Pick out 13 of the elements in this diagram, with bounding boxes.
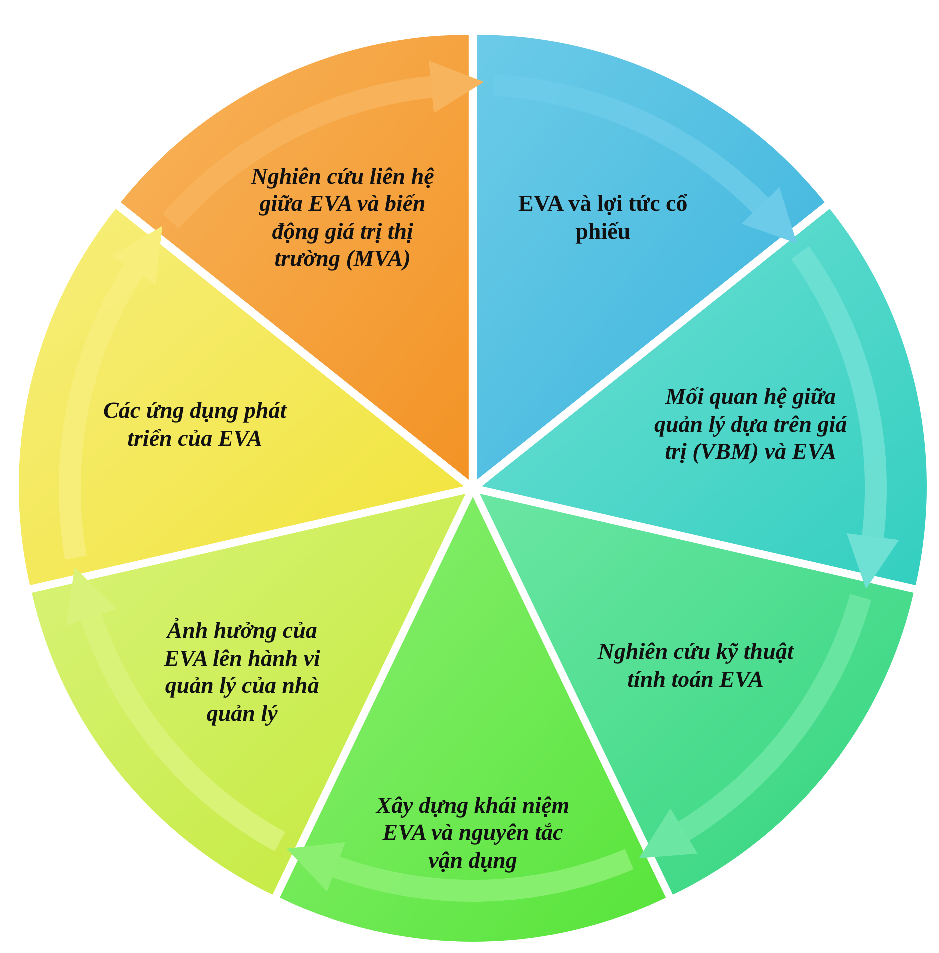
- segment-label: Nghiên cứu kỹ thuật tính toán EVA: [596, 638, 796, 694]
- curved-arrow: [66, 568, 286, 852]
- segment-label: Mối quan hệ giữa quản lý dựa trên giá trị (VBM) và EVA: [653, 383, 848, 466]
- segment-label: Các ứng dụng phát triển của EVA: [102, 397, 288, 452]
- segment-label: EVA và lợi tức cổ phiếu: [518, 190, 689, 246]
- segment-label: Nghiên cứu liên hệ giữa EVA và biến động giá trị thị trường (MVA): [250, 162, 436, 274]
- curved-arrow: [59, 226, 163, 562]
- curved-arrow: [791, 246, 900, 590]
- segment-label: Ảnh hưởng của EVA lên hành vi quản lý của nhà quản lý: [163, 616, 322, 728]
- segment-label: Xây dựng khái niệm EVA và nguyên tắc vận dụng: [374, 792, 571, 874]
- curved-arrow: [162, 60, 484, 229]
- curved-arrow: [639, 594, 872, 858]
- curved-arrow: [286, 842, 634, 902]
